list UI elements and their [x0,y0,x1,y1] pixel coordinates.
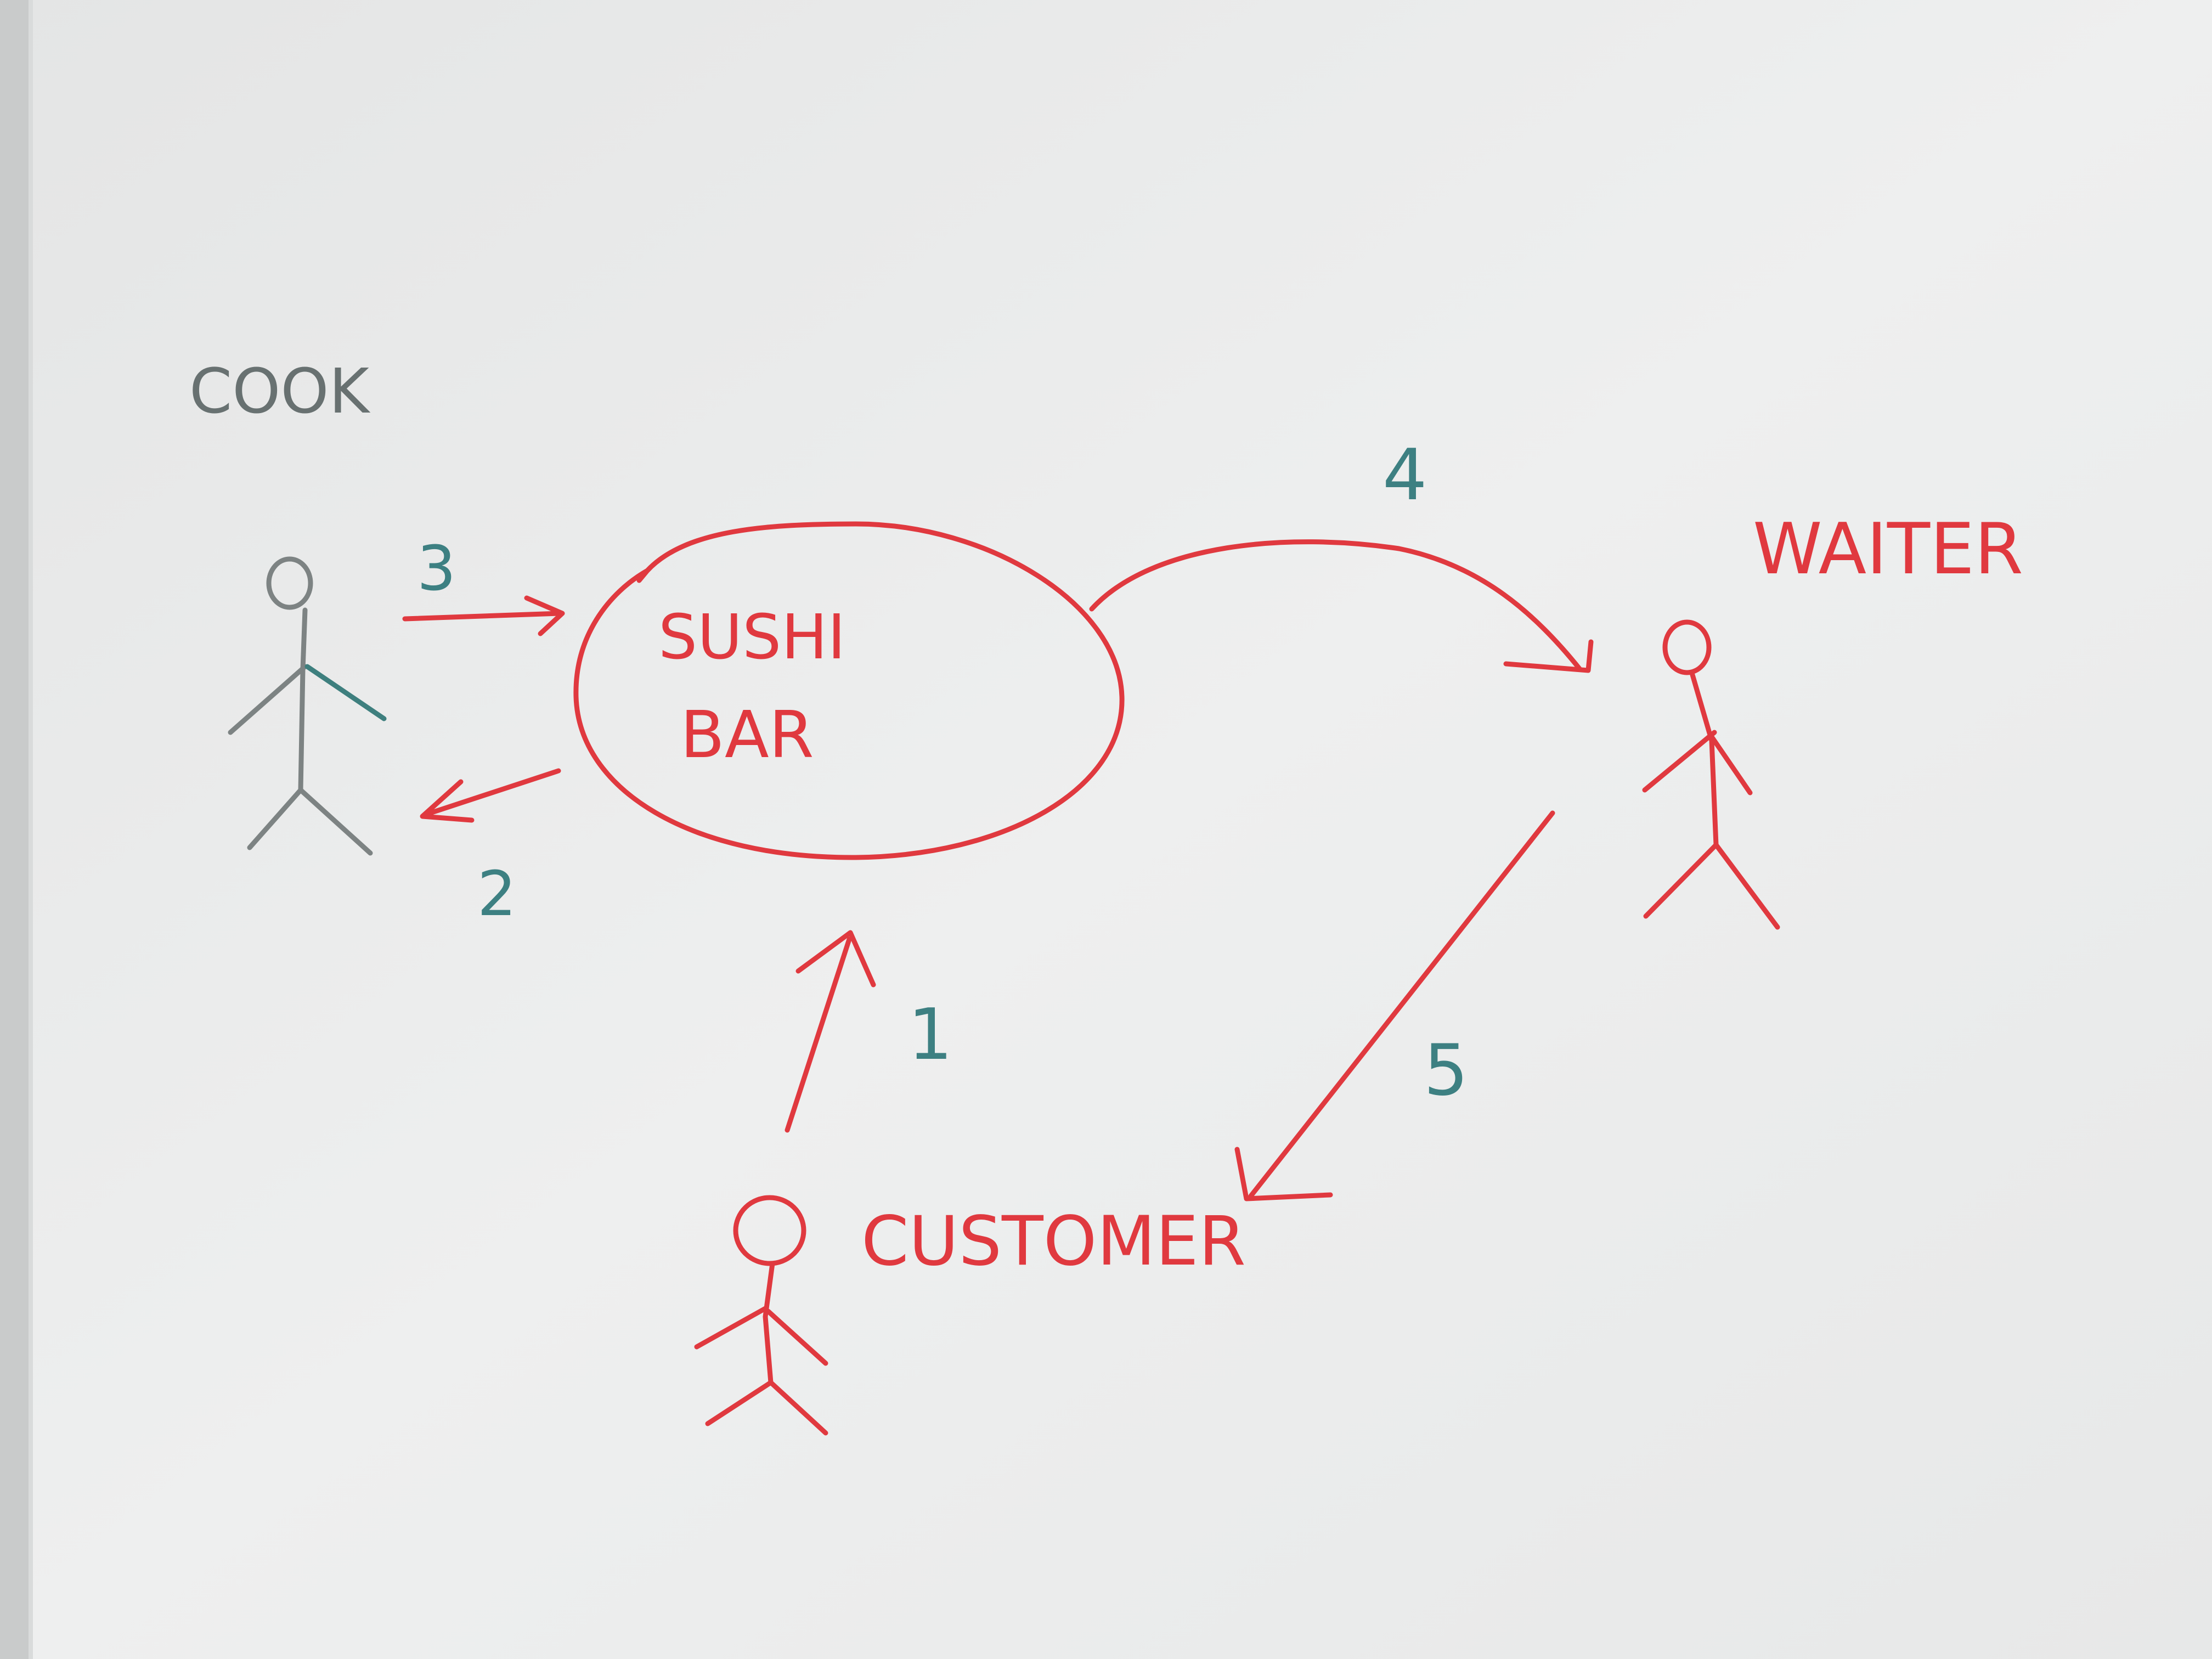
customer-label: CUSTOMER [861,1202,1246,1281]
step-3-label: 3 [417,533,456,605]
customer-right-leg [768,1380,828,1436]
sushi-bar-use-case: SUSHI BAR [573,521,1125,860]
arrow-4-head [1503,639,1594,673]
waiter-actor [1642,619,1780,930]
step-1-label: 1 [908,994,952,1076]
arrow-2-head [420,779,475,823]
customer-left-leg [705,1380,774,1426]
waiter-label: WAITER [1753,509,2023,590]
customer-head [733,1195,806,1266]
arrow-2-shaft [422,768,561,817]
cook-left-leg [247,787,303,850]
customer-left-arm [694,1306,768,1350]
step-2-label: 2 [477,859,516,930]
sushi-bar-ellipse [573,521,1125,860]
cook-left-arm [228,664,308,735]
cook-right-leg [298,787,373,856]
arrow-1-head [795,930,876,988]
step-5-label: 5 [1424,1030,1468,1111]
arrow-step-3 [402,595,565,636]
arrow-4-shaft [1089,539,1583,672]
arrow-step-4 [1089,539,1594,673]
customer-actor [694,1195,828,1436]
waiter-left-leg [1643,842,1719,919]
cook-actor [228,556,387,856]
cook-head [266,556,313,610]
waiter-right-leg [1713,842,1780,930]
board-frame-bevel [29,0,33,1659]
waiter-head [1662,619,1712,675]
arrow-step-1 [785,930,876,1133]
cook-right-arm [304,664,387,721]
arrow-3-shaft [402,611,562,622]
customer-right-arm [765,1308,828,1366]
waiter-right-arm [1708,732,1753,795]
arrow-5-head [1234,1147,1333,1201]
arrow-3-head [524,595,565,636]
arrow-1-shaft [785,936,852,1133]
arrow-step-2 [420,768,561,823]
customer-body [763,1261,775,1385]
arrow-step-5 [1234,810,1555,1201]
board-frame-edge [0,0,29,1659]
waiter-left-arm [1642,730,1717,793]
sushi-bar-label-line2: BAR [680,697,814,772]
cook-label: COOK [189,356,371,427]
sushi-bar-label-line1: SUSHI [658,602,845,673]
arrow-5-shaft [1248,810,1555,1199]
step-4-label: 4 [1383,435,1427,516]
